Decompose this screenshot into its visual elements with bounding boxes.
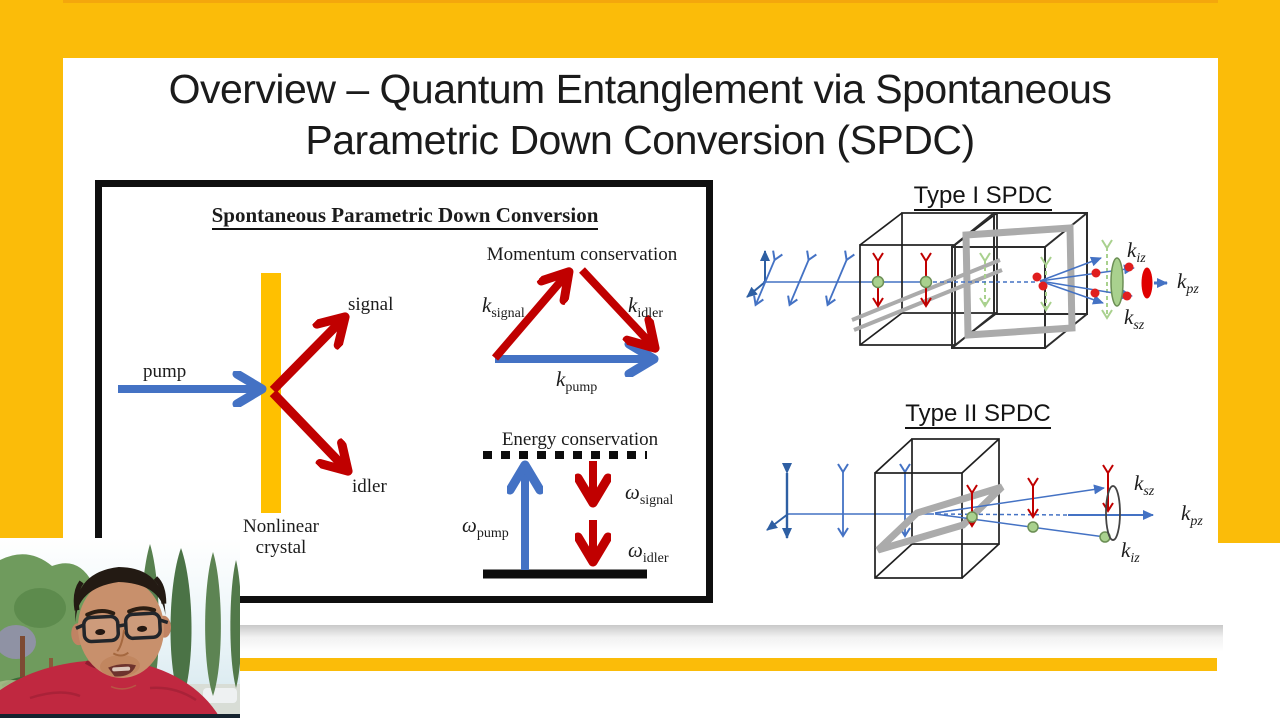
type1-axis-triad <box>746 250 770 298</box>
pump-label: pump <box>143 361 187 382</box>
type2-beam-dashed <box>929 513 1069 516</box>
type1-pump-polarization-red <box>872 252 932 308</box>
bottom-accent-bar <box>63 658 1217 671</box>
type2-axis-triad <box>766 463 792 539</box>
type1-crystal-cube2 <box>951 212 1088 349</box>
type2-emission-lines <box>934 484 1106 538</box>
type1-red-ring <box>1141 267 1153 299</box>
momentum-conservation-title: Momentum conservation <box>486 244 678 265</box>
webcam-person <box>0 566 220 718</box>
type2-polarization-red <box>966 464 1114 528</box>
type2-optic-axis-plane <box>875 483 1005 554</box>
k-pump-label: kpump <box>556 367 598 396</box>
omega-idler-label: ωidler <box>628 538 669 567</box>
frame-left-band <box>0 0 63 543</box>
glasses <box>75 611 169 644</box>
slide-drop-shadow <box>63 625 1223 652</box>
type2-kpz-label: kpz <box>1181 501 1203 530</box>
type1-pump-photon-dots <box>871 275 933 289</box>
type1-title: Type I SPDC <box>913 182 1053 211</box>
signal-label: signal <box>348 294 394 315</box>
omega-pump-label: ωpump <box>462 513 509 542</box>
type1-crystal-cube1 <box>859 212 998 346</box>
frame-top-band <box>0 0 1280 58</box>
idler-label: idler <box>352 476 387 497</box>
spdc-diagram-box <box>95 180 713 603</box>
k-idler-label: kidler <box>628 293 663 322</box>
type2-ksz-label: ksz <box>1134 471 1155 500</box>
type1-photon-pair-dots <box>1032 262 1134 301</box>
omega-signal-label: ωsignal <box>625 480 674 509</box>
type1-kpz-label: kpz <box>1177 269 1199 298</box>
type2-photon-dots <box>966 511 1111 543</box>
type2-title: Type II SPDC <box>905 400 1051 429</box>
slide-title-line2: Parametric Down Conversion (SPDC) <box>305 117 975 163</box>
type1-kiz-label: kiz <box>1127 238 1146 267</box>
frame-top-edge <box>0 0 1280 3</box>
frame-right-band <box>1218 0 1280 543</box>
energy-conservation-title: Energy conservation <box>501 429 659 450</box>
nonlinear-crystal-label: Nonlinear crystal <box>243 516 319 558</box>
type1-downconverted-polarization-green <box>979 239 1113 320</box>
k-signal-label: ksignal <box>482 293 525 322</box>
type2-polarization-arrows <box>837 463 911 538</box>
type1-optic-axis-plane2 <box>962 224 1076 339</box>
spdc-box-heading: Spontaneous Parametric Down Conversion <box>103 203 707 230</box>
type1-diagram <box>746 212 1168 349</box>
type1-emission-cone-lines <box>1039 256 1135 305</box>
type2-cone-ring <box>1105 485 1121 541</box>
type2-diagram <box>766 438 1154 579</box>
type2-kiz-label: kiz <box>1121 538 1140 567</box>
webcam-picture <box>0 538 240 718</box>
webcam-overlay <box>0 538 240 718</box>
type1-green-ring <box>1110 257 1124 307</box>
type1-optic-axis-plane1 <box>851 258 1003 332</box>
slide-title: Overview – Quantum Entanglement via Spon… <box>63 64 1217 166</box>
webcam-bottom-edge <box>0 714 240 718</box>
type1-polarization-arrows <box>753 250 855 307</box>
slide-title-line1: Overview – Quantum Entanglement via Spon… <box>168 66 1112 112</box>
type1-ksz-label: ksz <box>1124 305 1145 334</box>
type2-crystal-cube <box>874 438 1000 579</box>
